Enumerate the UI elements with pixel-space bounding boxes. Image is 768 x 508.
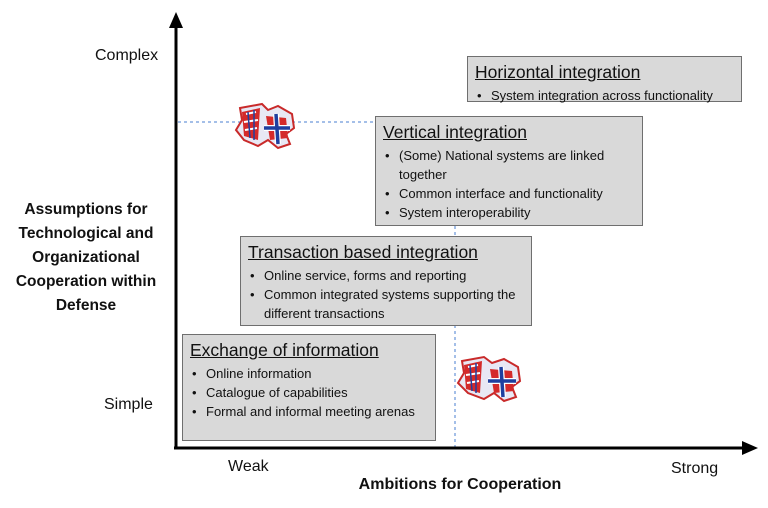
- list-item: Online information: [190, 364, 429, 383]
- vertical-integration-box: Vertical integration (Some) National sys…: [375, 116, 643, 226]
- list-item: Common integrated systems supporting the…: [248, 285, 525, 323]
- box-title: Horizontal integration: [475, 62, 641, 82]
- list-item: Common interface and functionality: [383, 184, 636, 203]
- y-axis-top-label: Complex: [95, 47, 159, 64]
- y-axis-arrow: [169, 12, 183, 28]
- y-axis-bottom-label: Simple: [104, 396, 153, 413]
- box-list: System integration across functionality: [475, 86, 735, 105]
- exchange-of-information-box: Exchange of information Online informati…: [182, 334, 436, 441]
- y-axis-title: Assumptions for Technological and Organi…: [2, 198, 170, 318]
- x-axis-left-label: Weak: [228, 458, 269, 475]
- box-title: Exchange of information: [190, 340, 379, 360]
- box-list: Online information Catalogue of capabili…: [190, 364, 429, 421]
- x-axis-right-label: Strong: [671, 460, 719, 477]
- list-item: (Some) National systems are linked toget…: [383, 146, 636, 184]
- list-item: System interoperability: [383, 203, 636, 222]
- uk-norway-puzzle-icon: [456, 355, 522, 403]
- box-title: Transaction based integration: [248, 242, 478, 262]
- uk-norway-puzzle-icon: [234, 102, 296, 150]
- list-item: Catalogue of capabilities: [190, 383, 429, 402]
- y-axis-title-line: Cooperation within: [15, 273, 157, 290]
- horizontal-integration-box: Horizontal integration System integratio…: [467, 56, 742, 105]
- box-list: Online service, forms and reporting Comm…: [248, 266, 525, 323]
- y-axis-title-line: Assumptions for: [24, 201, 148, 218]
- y-axis-title-line: Technological and: [18, 225, 154, 242]
- x-axis-title: Ambitions for Cooperation: [358, 476, 562, 493]
- box-title: Vertical integration: [383, 122, 527, 142]
- list-item: System integration across functionality: [475, 86, 735, 105]
- list-item: Formal and informal meeting arenas: [190, 402, 429, 421]
- transaction-integration-box: Transaction based integration Online ser…: [240, 236, 532, 326]
- y-axis-title-line: Defense: [55, 297, 117, 314]
- box-list: (Some) National systems are linked toget…: [383, 146, 636, 222]
- x-axis-arrow: [742, 441, 758, 455]
- list-item: Online service, forms and reporting: [248, 266, 525, 285]
- y-axis-title-line: Organizational: [32, 249, 140, 266]
